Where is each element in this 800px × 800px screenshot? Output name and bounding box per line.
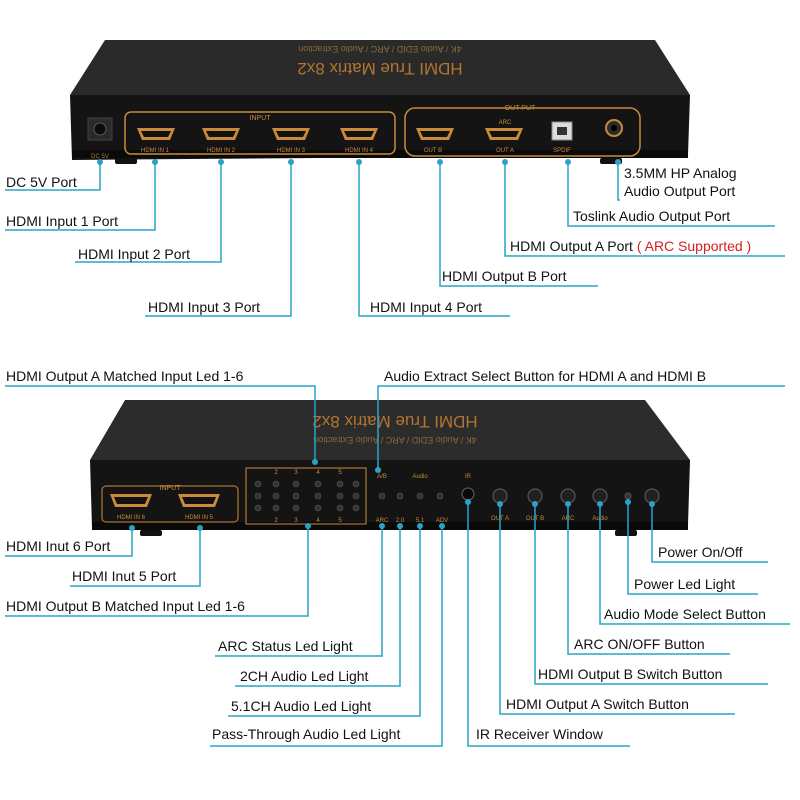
callout-51ch-led: 5.1CH Audio Led Light: [231, 698, 372, 714]
out-b-button: [527, 488, 543, 504]
audio-mode-button: [592, 488, 608, 504]
svg-text:Audio: Audio: [412, 474, 428, 480]
callout-hdmi-output-b: HDMI Output B Port: [442, 268, 567, 284]
svg-text:HDMI IN 1: HDMI IN 1: [141, 148, 170, 154]
power-led: [624, 492, 632, 500]
callout-lines-top: [5, 162, 785, 317]
callout-hp-analog-2: Audio Output Port: [624, 183, 736, 199]
callout-audio-extract-button: Audio Extract Select Button for HDMI A a…: [384, 368, 707, 384]
svg-text:OUT B: OUT B: [424, 148, 442, 154]
svg-text:INPUT: INPUT: [250, 115, 272, 122]
callout-hdmi-output-a-text: HDMI Output A Port: [510, 238, 633, 254]
svg-text:OUT A: OUT A: [496, 148, 514, 154]
arc-button: [560, 488, 576, 504]
rear-panel-device: HDMI True Matrix 8x2 4K / Audio EDID / A…: [70, 40, 690, 164]
svg-text:4: 4: [316, 518, 320, 524]
ir-window: [461, 487, 475, 501]
svg-text:2: 2: [274, 470, 278, 476]
callout-output-a-switch: HDMI Output A Switch Button: [506, 696, 689, 712]
front-subtitle: 4K / Audio EDID / ARC / Audio Extraction: [313, 435, 477, 445]
front-title: HDMI True Matrix 8x2: [312, 412, 477, 431]
svg-text:ARC: ARC: [499, 120, 512, 126]
svg-text:5: 5: [338, 518, 342, 524]
svg-text:HDMI IN 4: HDMI IN 4: [345, 148, 374, 154]
out-a-button: [492, 488, 508, 504]
callout-hdmi-input-3: HDMI Input 3 Port: [148, 299, 261, 315]
callout-arc-button: ARC ON/OFF Button: [574, 636, 705, 652]
callout-hdmi-input-5: HDMI Inut 5 Port: [72, 568, 177, 584]
svg-text:3: 3: [294, 470, 298, 476]
svg-text:5: 5: [338, 470, 342, 476]
power-button: [644, 488, 660, 504]
callout-arc-supported: ( ARC Supported ): [636, 238, 752, 254]
svg-text:ADV: ADV: [436, 518, 448, 524]
callout-power-led: Power Led Light: [634, 576, 736, 592]
callout-arc-status-led: ARC Status Led Light: [218, 638, 353, 654]
svg-text:5.1: 5.1: [416, 518, 425, 524]
svg-text:INPUT: INPUT: [160, 485, 182, 492]
svg-text:SPDIF: SPDIF: [553, 148, 571, 154]
svg-text:HDMI IN 3: HDMI IN 3: [277, 148, 306, 154]
rear-top-title: HDMI True Matrix 8x2: [297, 59, 462, 78]
svg-text:2.0: 2.0: [396, 518, 405, 524]
callout-hp-analog-1: 3.5MM HP Analog: [624, 165, 737, 181]
svg-text:A/B: A/B: [377, 474, 387, 480]
svg-text:2: 2: [274, 518, 278, 524]
svg-text:OUT PUT: OUT PUT: [505, 105, 536, 112]
callout-output-b-switch: HDMI Output B Switch Button: [538, 666, 723, 682]
callout-output-b-leds: HDMI Output B Matched Input Led 1-6: [6, 598, 245, 614]
svg-text:HDMI IN 2: HDMI IN 2: [207, 148, 236, 154]
led-matrix: [254, 480, 360, 512]
callout-audio-mode-button: Audio Mode Select Button: [604, 606, 766, 622]
svg-text:4: 4: [316, 470, 320, 476]
svg-text:3: 3: [294, 518, 298, 524]
callout-lines-bottom: [5, 385, 790, 747]
callout-ir-receiver: IR Receiver Window: [476, 726, 603, 742]
callout-hdmi-input-4: HDMI Input 4 Port: [370, 299, 483, 315]
callout-power-button: Power On/Off: [658, 544, 743, 560]
callout-pass-through-led: Pass-Through Audio Led Light: [212, 726, 401, 742]
callout-hdmi-input-1: HDMI Input 1 Port: [6, 213, 119, 229]
callout-hdmi-input-6: HDMI Inut 6 Port: [6, 538, 111, 554]
dc-port-label: DC 5V: [91, 154, 109, 160]
input-area: [124, 111, 396, 155]
callout-hdmi-input-2: HDMI Input 2 Port: [78, 246, 191, 262]
callout-output-a-leds: HDMI Output A Matched Input Led 1-6: [6, 368, 244, 384]
front-panel-device: HDMI True Matrix 8x2 4K / Audio EDID / A…: [90, 400, 690, 536]
svg-text:IR: IR: [465, 474, 472, 480]
output-area: [404, 107, 641, 157]
callout-toslink-port: Toslink Audio Output Port: [573, 208, 731, 224]
rear-top-subtitle: 4K / Audio EDID / ARC / Audio Extraction: [298, 44, 462, 54]
callout-dc-5v-port: DC 5V Port: [6, 174, 77, 190]
callout-2ch-led: 2CH Audio Led Light: [240, 668, 369, 684]
callout-hdmi-output-a: HDMI Output A Port ( ARC Supported ): [510, 238, 751, 254]
svg-text:HDMI IN 6: HDMI IN 6: [117, 515, 146, 521]
svg-text:ARC: ARC: [376, 518, 389, 524]
svg-text:HDMI IN 5: HDMI IN 5: [185, 515, 214, 521]
